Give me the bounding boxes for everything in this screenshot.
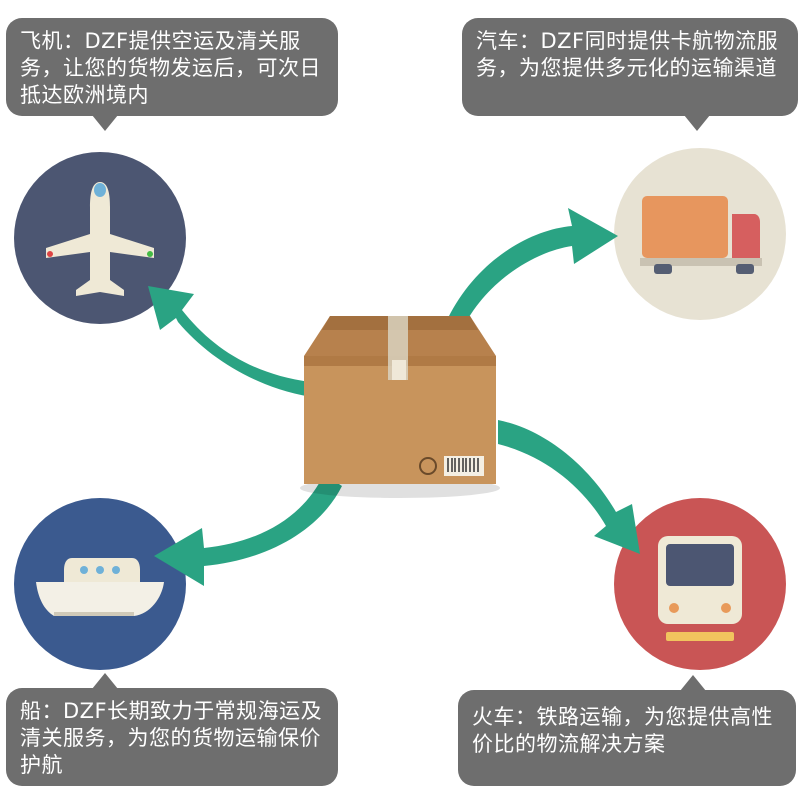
- train-node: [614, 498, 786, 670]
- ship-node: [14, 498, 186, 670]
- ship-callout-text: 船：DZF长期致力于常规海运及清关服务，为您的货物运输保价护航: [20, 699, 323, 777]
- train-callout: 火车：铁路运输，为您提供高性价比的物流解决方案: [458, 675, 796, 786]
- truck-callout: 汽车：DZF同时提供卡航物流服务，为您提供多元化的运输渠道: [462, 18, 798, 131]
- ship-icon: [36, 558, 164, 616]
- train-icon: [658, 536, 742, 641]
- callout-tail: [684, 115, 710, 131]
- ship-callout: 船：DZF长期致力于常规海运及清关服务，为您的货物运输保价护航: [6, 673, 338, 786]
- train-callout-text: 火车：铁路运输，为您提供高性价比的物流解决方案: [472, 705, 773, 756]
- cardboard-box-icon: [300, 316, 500, 498]
- callout-tail: [92, 115, 118, 131]
- plane-callout: 飞机：DZF提供空运及清关服务，让您的货物发运后，可次日抵达欧洲境内: [6, 18, 338, 131]
- plane-callout-text: 飞机：DZF提供空运及清关服务，让您的货物发运后，可次日抵达欧洲境内: [20, 29, 321, 107]
- arrow-to-train: [498, 420, 640, 554]
- truck-icon: [640, 196, 762, 274]
- truck-callout-text: 汽车：DZF同时提供卡航物流服务，为您提供多元化的运输渠道: [476, 29, 779, 80]
- arrow-to-plane: [148, 286, 318, 398]
- truck-node: [614, 148, 786, 320]
- callout-tail: [680, 675, 706, 691]
- callout-tail: [92, 673, 118, 689]
- airplane-icon: [46, 182, 154, 296]
- arrow-to-truck: [448, 208, 618, 330]
- arrow-to-ship: [154, 474, 342, 586]
